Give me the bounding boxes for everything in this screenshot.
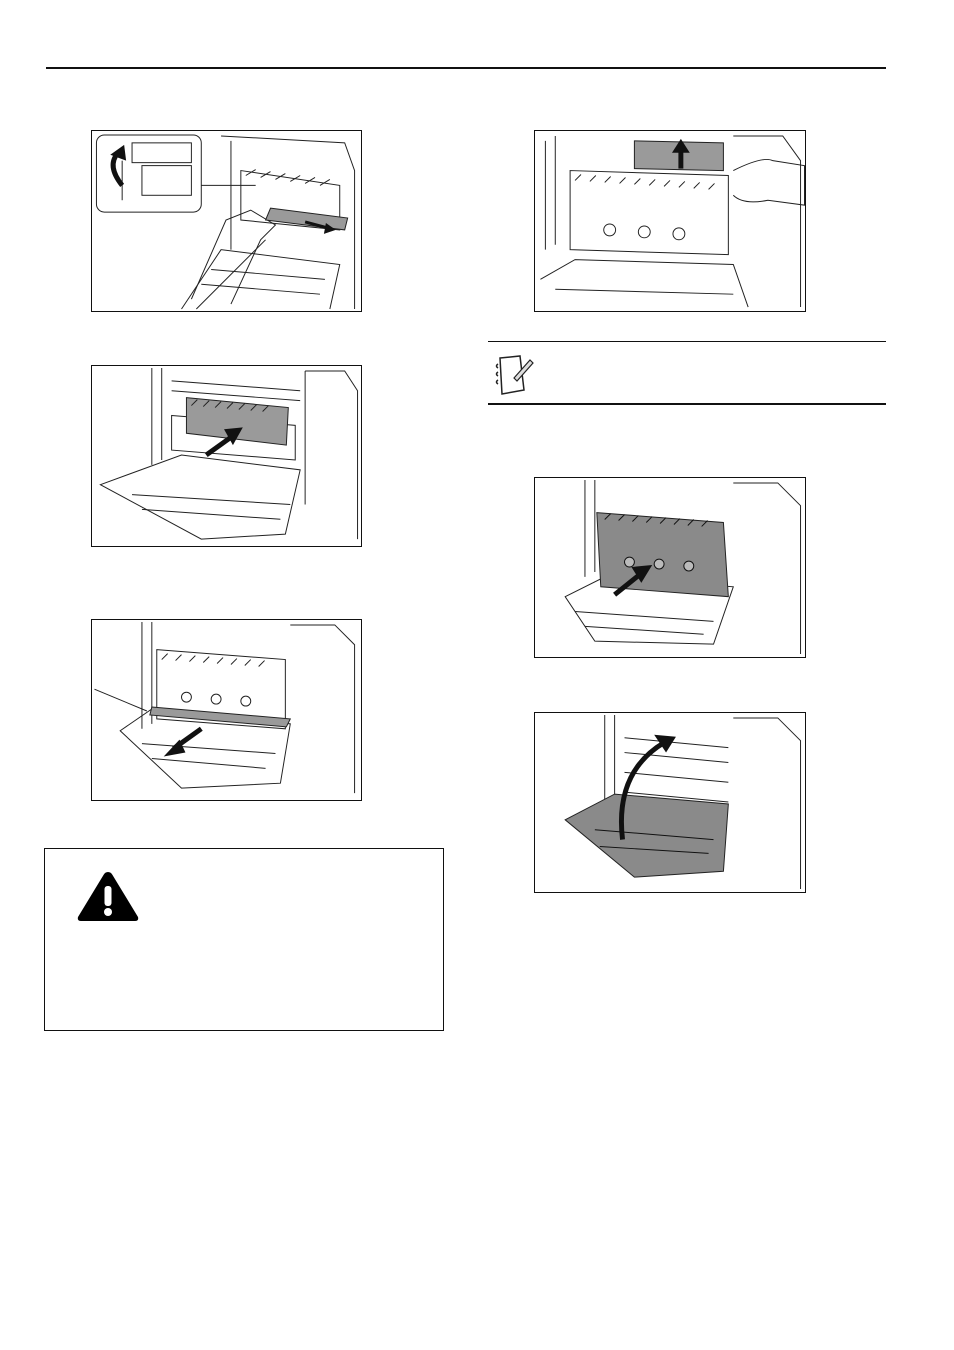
- printer-rear-illustration: [564, 714, 802, 890]
- insert-fuser-figure: [534, 477, 806, 658]
- lift-paper-figure: [534, 130, 806, 312]
- printer-rear-illustration: [94, 621, 356, 794]
- warning-triangle-icon: [77, 872, 139, 921]
- pull-jammed-paper-figure: [91, 130, 362, 312]
- close-rear-cover-figure: [534, 712, 806, 893]
- caution-box: [44, 848, 444, 1031]
- printer-rear-illustration: [540, 135, 805, 308]
- note-pad-icon: [495, 355, 534, 395]
- header-rule: [46, 67, 886, 69]
- note-box: [488, 341, 886, 405]
- printer-rear-illustration: [95, 134, 356, 310]
- pull-out-fuser-figure: [91, 619, 362, 801]
- push-cover-figure: [91, 365, 362, 547]
- printer-rear-illustration: [564, 479, 802, 655]
- printer-rear-illustration: [99, 367, 359, 540]
